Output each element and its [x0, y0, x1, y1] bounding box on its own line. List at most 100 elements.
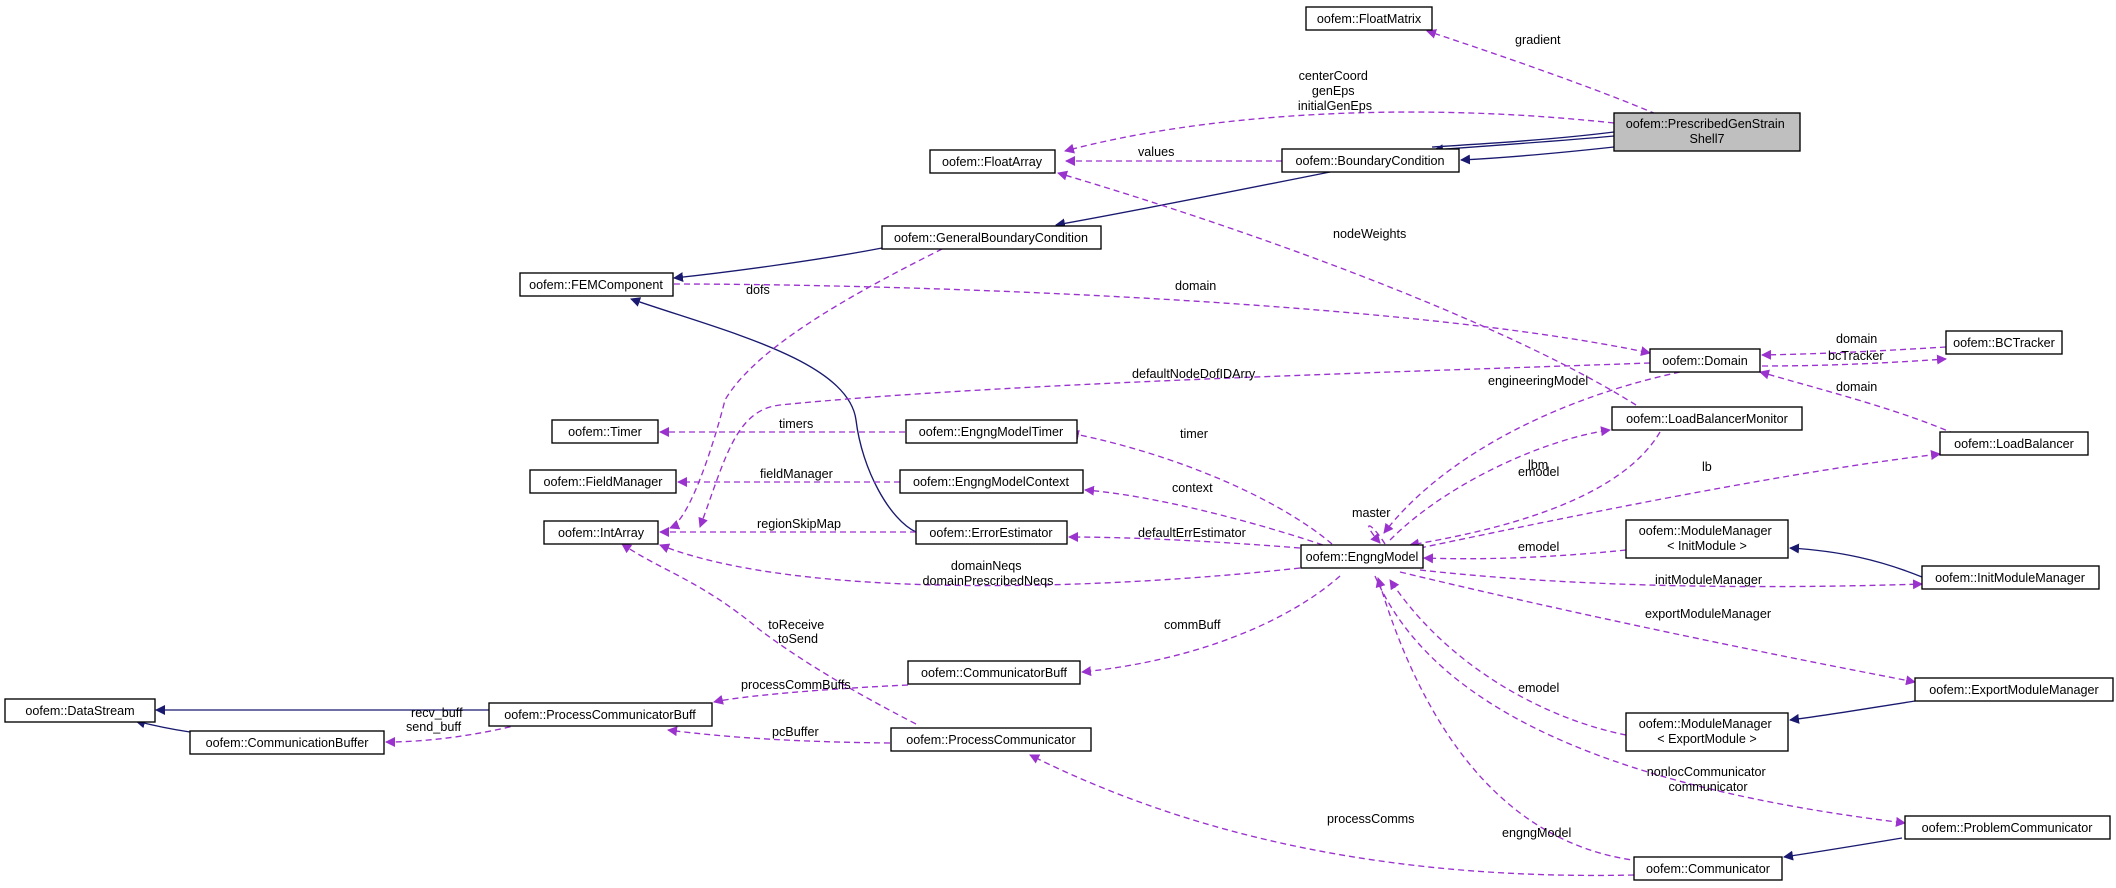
node-label-line-1: oofem::ModuleManager — [1639, 717, 1772, 731]
edge-label-context: context — [1172, 481, 1213, 495]
node-timer[interactable]: oofem::Timer — [551, 419, 659, 444]
edge-pcbuffer — [667, 726, 891, 744]
edge-exportmm-to-mmexport-inherit — [1789, 700, 1916, 724]
edge-label-domain-bctracker: domain — [1836, 332, 1877, 346]
edge-defaulterrestimator — [1068, 532, 1301, 549]
node-label: oofem::PrescribedGenStrain Shell7 — [1626, 117, 1788, 146]
node-label: oofem::FieldManager — [543, 475, 662, 489]
edges — [135, 29, 1956, 877]
node-loadbalancermonitor[interactable]: oofem::LoadBalancerMonitor — [1611, 406, 1803, 431]
edge-commbuff — [1081, 575, 1341, 677]
edge-lb — [1419, 450, 1941, 549]
node-engngmodeltimer[interactable]: oofem::EngngModelTimer — [905, 419, 1078, 444]
node-label: oofem::ProblemCommunicator — [1922, 821, 2093, 835]
node-boundarycondition[interactable]: oofem::BoundaryCondition — [1281, 148, 1460, 173]
edge-initmodulemanager — [1419, 569, 1923, 590]
node-label: oofem::DataStream — [25, 704, 134, 718]
edge-exportmodulemanager — [1399, 571, 1916, 686]
node-label: oofem::FEMComponent — [529, 278, 663, 292]
edge-label-pcbuffer: pcBuffer — [772, 725, 819, 739]
node-prescribedgenstrainshell7[interactable]: oofem::PrescribedGenStrain Shell7 — [1613, 112, 1801, 152]
edge-domain-bctracker — [1761, 346, 1947, 360]
edge-label-domainneqs: domainNeqs domainPrescribedNeqs — [923, 559, 1054, 588]
edge-label-emodel-init: emodel — [1518, 540, 1559, 554]
node-engngmodel[interactable]: oofem::EngngModel — [1300, 544, 1424, 569]
edge-label-recvbuff-2: send_buff — [406, 720, 462, 734]
node-modulemanager-initmodule[interactable]: oofem::ModuleManager < InitModule > — [1625, 519, 1789, 559]
edge-bctracker — [1761, 354, 1947, 367]
node-floatmatrix[interactable]: oofem::FloatMatrix — [1305, 6, 1433, 31]
node-label: oofem::ModuleManager < ExportModule > — [1639, 717, 1776, 746]
edge-emodel-lbm — [1409, 431, 1661, 549]
edge-label-bctracker: bcTracker — [1828, 349, 1884, 363]
node-communicatorbuff[interactable]: oofem::CommunicatorBuff — [907, 660, 1081, 685]
node-label: oofem::Domain — [1662, 354, 1747, 368]
node-exportmodulemanager[interactable]: oofem::ExportModuleManager — [1914, 677, 2114, 702]
edge-label-toreceive: toReceive toSend — [768, 618, 828, 646]
node-errorestimator[interactable]: oofem::ErrorEstimator — [915, 520, 1068, 545]
edge-label-processcommbuffs: processCommBuffs — [741, 678, 851, 692]
edge-label-emodel-export: emodel — [1518, 681, 1559, 695]
node-communicator[interactable]: oofem::Communicator — [1633, 856, 1783, 881]
node-floatarray[interactable]: oofem::FloatArray — [929, 149, 1056, 174]
edge-label-values: values — [1138, 145, 1174, 159]
edge-emodel-export — [1389, 579, 1627, 736]
edge-engngmodel — [1375, 577, 1651, 863]
edge-label-domainneqs-1: domainNeqs — [951, 559, 1022, 573]
node-label: oofem::ExportModuleManager — [1929, 683, 2098, 697]
node-label-line-1: oofem::PrescribedGenStrain — [1626, 117, 1785, 131]
edge-prescribed-to-boundarycondition-inherit — [1460, 146, 1615, 165]
node-label: oofem::Communicator — [1646, 862, 1770, 876]
edge-label-timers: timers — [779, 417, 813, 431]
node-engngmodelcontext[interactable]: oofem::EngngModelContext — [899, 469, 1084, 494]
edge-domainneqs — [659, 543, 1301, 587]
node-processcommunicator[interactable]: oofem::ProcessCommunicator — [890, 727, 1092, 752]
node-communicationbuffer[interactable]: oofem::CommunicationBuffer — [189, 730, 385, 755]
node-label: oofem::LoadBalancer — [1954, 437, 2074, 451]
edge-label-centercoord-1: centerCoord — [1299, 69, 1368, 83]
node-modulemanager-exportmodule[interactable]: oofem::ModuleManager < ExportModule > — [1625, 712, 1789, 752]
node-datastream[interactable]: oofem::DataStream — [4, 698, 156, 723]
edge-label-toreceive-2: toSend — [778, 632, 818, 646]
node-domain[interactable]: oofem::Domain — [1649, 348, 1761, 373]
edge-default-node-dof — [698, 362, 1651, 528]
edge-nodeweights — [1057, 170, 1637, 406]
edge-bc-to-gbc-inherit — [1055, 169, 1341, 229]
node-label: oofem::FloatMatrix — [1317, 12, 1422, 26]
node-generalboundarycondition[interactable]: oofem::GeneralBoundaryCondition — [881, 225, 1102, 250]
node-bctracker[interactable]: oofem::BCTracker — [1945, 330, 2063, 355]
node-intarray[interactable]: oofem::IntArray — [543, 520, 659, 545]
edge-domain-lb — [1759, 369, 1956, 435]
edge-label-regionskipmap: regionSkipMap — [757, 517, 841, 531]
edge-label-lbm: lbm — [1528, 458, 1548, 472]
node-problemcommunicator[interactable]: oofem::ProblemCommunicator — [1904, 815, 2111, 840]
edge-label-centercoord-2: genEps — [1312, 84, 1355, 98]
edge-nonloccommunicator — [1374, 575, 1906, 827]
node-fieldmanager[interactable]: oofem::FieldManager — [529, 469, 677, 494]
edge-timer — [1069, 429, 1333, 545]
edge-label-timer: timer — [1180, 427, 1208, 441]
node-initmodulemanager[interactable]: oofem::InitModuleManager — [1921, 565, 2100, 590]
node-femcomponent[interactable]: oofem::FEMComponent — [519, 272, 674, 297]
edge-errest-to-femcomponent-inherit — [630, 297, 917, 533]
edge-toreceive — [621, 543, 917, 725]
edge-label-dofs: dofs — [746, 283, 770, 297]
node-label: oofem::Timer — [568, 425, 642, 439]
edge-lbm — [1389, 426, 1611, 541]
edge-label-domainneqs-2: domainPrescribedNeqs — [923, 574, 1054, 588]
node-label: oofem::ModuleManager < InitModule > — [1639, 524, 1776, 553]
node-label: oofem::CommunicationBuffer — [206, 736, 369, 750]
node-loadbalancer[interactable]: oofem::LoadBalancer — [1939, 431, 2089, 456]
edge-emodel-init — [1423, 549, 1627, 564]
edge-problemcomm-to-communicator-inherit — [1783, 837, 1903, 861]
edge-label-defaulterrestimator: defaultErrEstimator — [1138, 526, 1246, 540]
node-label: oofem::ErrorEstimator — [929, 526, 1052, 540]
edge-master — [1368, 525, 1386, 545]
node-processcommunicatorbuff[interactable]: oofem::ProcessCommunicatorBuff — [488, 702, 713, 727]
node-label-line-1: oofem::ModuleManager — [1639, 524, 1772, 538]
edge-label-fieldmanager: fieldManager — [760, 467, 833, 481]
node-label: oofem::LoadBalancerMonitor — [1626, 412, 1788, 426]
edge-centercoord — [1064, 111, 1615, 154]
node-label-line-2: < InitModule > — [1667, 539, 1747, 553]
